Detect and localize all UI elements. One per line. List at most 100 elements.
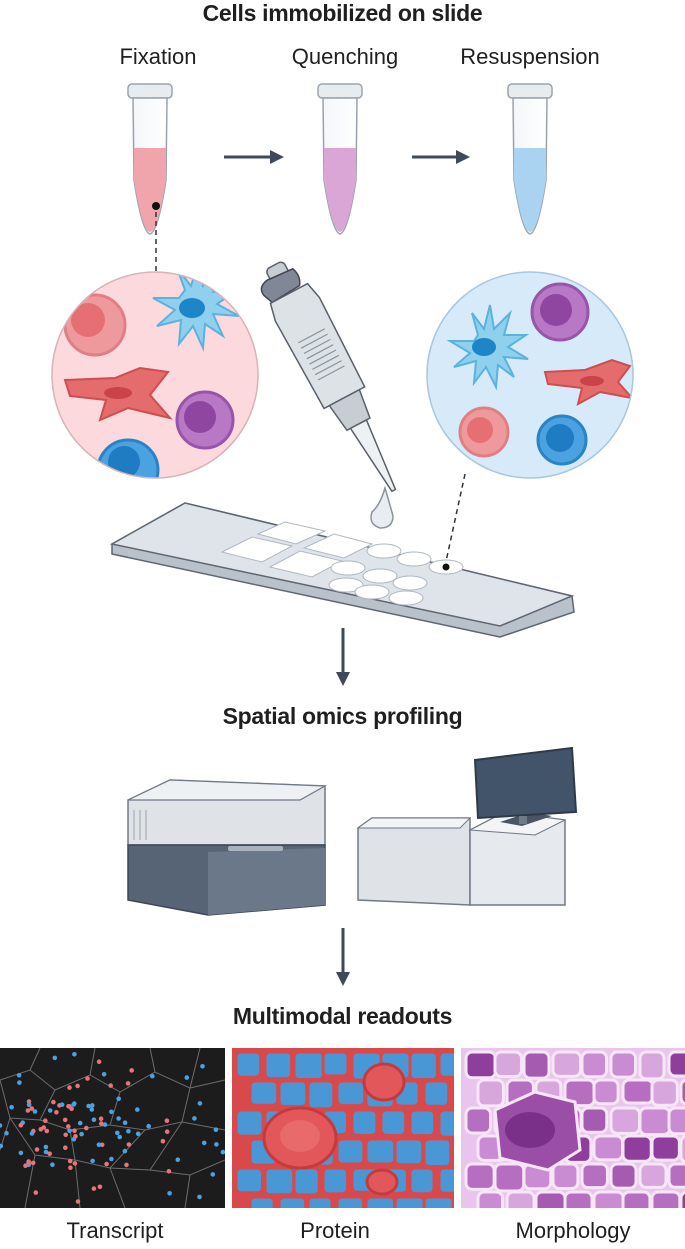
protein-cell	[393, 1195, 427, 1208]
protein-cell	[451, 1196, 454, 1208]
transcript-dot	[124, 1162, 129, 1168]
morphology-cell	[650, 1190, 682, 1208]
protein-cell	[292, 1166, 321, 1197]
transcript-dot	[73, 1133, 78, 1139]
transcript-dot	[43, 1144, 49, 1150]
transcript-dot	[72, 1128, 77, 1133]
transcript-dot	[197, 1194, 202, 1200]
protein-cell	[335, 1137, 366, 1166]
arrow-fixation-to-quenching	[224, 150, 284, 164]
morphology-cell	[679, 1134, 685, 1164]
protein-cell	[408, 1166, 436, 1196]
transcript-dot	[62, 1117, 68, 1123]
transcript-dot	[26, 1160, 31, 1166]
transcript-dot	[175, 1157, 181, 1162]
protein-cell	[263, 1166, 296, 1197]
transcript-dot	[63, 1145, 68, 1150]
transcript-dot	[84, 1125, 89, 1131]
protein-cell	[234, 1050, 263, 1079]
morphology-cell	[476, 1190, 505, 1208]
transcript-dot	[69, 1106, 74, 1112]
transcript-dot	[85, 1076, 90, 1081]
droplet	[370, 485, 394, 529]
transcript-dot	[109, 1109, 114, 1115]
transcript-dot	[0, 1143, 4, 1149]
transcript-dot	[47, 1151, 52, 1156]
morphology-cell	[638, 1106, 672, 1137]
protein-cell	[408, 1108, 437, 1138]
morphology-cell	[609, 1050, 638, 1079]
transcript-dot	[30, 1160, 36, 1166]
morphology-cell	[592, 1190, 625, 1208]
tube-liquid-quenching	[324, 148, 356, 232]
morphology-cell	[609, 1162, 638, 1190]
morphology-cell	[551, 1050, 583, 1078]
spatial-instrument-left	[127, 779, 328, 916]
transcript-dot	[79, 1131, 84, 1137]
protein-cell	[350, 1108, 379, 1137]
protein-cell	[335, 1079, 367, 1108]
transcript-dot	[200, 1064, 205, 1069]
transcript-dot	[72, 1161, 78, 1166]
readout-protein-panel	[232, 1048, 454, 1208]
transcript-dot	[51, 1099, 56, 1105]
transcript-dot	[75, 1199, 81, 1204]
transcript-dot	[18, 1122, 24, 1128]
readout-label-morphology: Morphology	[515, 1218, 631, 1243]
readout-label-transcript: Transcript	[66, 1218, 164, 1243]
transcript-dot	[166, 1169, 172, 1174]
morphology-cell	[650, 1078, 679, 1107]
readouts-section-title: Multimodal readouts	[232, 1003, 453, 1029]
morphology-cell	[464, 1050, 497, 1080]
morphology-cell	[522, 1050, 551, 1080]
transcript-dot	[135, 1107, 140, 1112]
morphology-cell	[580, 1106, 609, 1134]
arrow-slide-to-profiling	[336, 628, 350, 686]
transcript-dot	[89, 1107, 95, 1112]
transcript-dot	[102, 1122, 108, 1127]
protein-cell	[451, 1080, 454, 1107]
morphology-cell	[667, 1162, 685, 1189]
transcript-dot	[220, 1149, 225, 1155]
tube-liquid-resuspension	[514, 148, 546, 232]
morphology-cell	[476, 1078, 505, 1108]
protein-cell	[364, 1195, 397, 1208]
transcript-dot	[99, 1121, 104, 1126]
morphology-cell	[650, 1134, 681, 1162]
transcript-dot	[192, 1116, 197, 1121]
transcript-dot	[66, 1104, 71, 1109]
transcript-dot	[99, 1142, 105, 1148]
transcript-dot	[59, 1102, 65, 1107]
readout-morphology-panel	[461, 1048, 685, 1208]
transcript-dot	[116, 1116, 121, 1121]
protein-cell	[393, 1137, 425, 1167]
monitor-screen	[473, 746, 578, 820]
transcript-dot	[116, 1096, 121, 1102]
transcript-dot	[91, 1186, 97, 1191]
morphology-cell	[638, 1162, 668, 1189]
transcript-dot	[75, 1083, 80, 1089]
protein-cell	[422, 1137, 453, 1168]
transcript-dot	[63, 1132, 68, 1138]
readout-label-protein: Protein	[300, 1218, 370, 1243]
protein-cell	[306, 1079, 336, 1111]
morphology-cell	[592, 1078, 620, 1106]
protein-cell	[437, 1050, 454, 1079]
morphology-cell	[580, 1050, 609, 1079]
protein-cell	[234, 1108, 265, 1138]
morphology-cell	[493, 1050, 523, 1079]
protein-cell	[335, 1195, 366, 1208]
transcript-dot	[33, 1190, 39, 1195]
readout-transcript-panel	[0, 1048, 225, 1208]
transcript-dot	[126, 1128, 131, 1134]
transcript-dot	[197, 1101, 203, 1106]
transcript-dot	[26, 1099, 32, 1104]
magnified-fixed-cells	[51, 271, 259, 479]
protein-cell	[422, 1079, 451, 1108]
transcript-dot	[201, 1140, 207, 1146]
transcript-dot	[101, 1072, 107, 1077]
transcript-dot	[67, 1128, 72, 1134]
slide-section-title: Cells immobilized on slide	[202, 0, 483, 26]
morphology-cell	[609, 1106, 642, 1135]
transcript-dot	[129, 1068, 134, 1073]
